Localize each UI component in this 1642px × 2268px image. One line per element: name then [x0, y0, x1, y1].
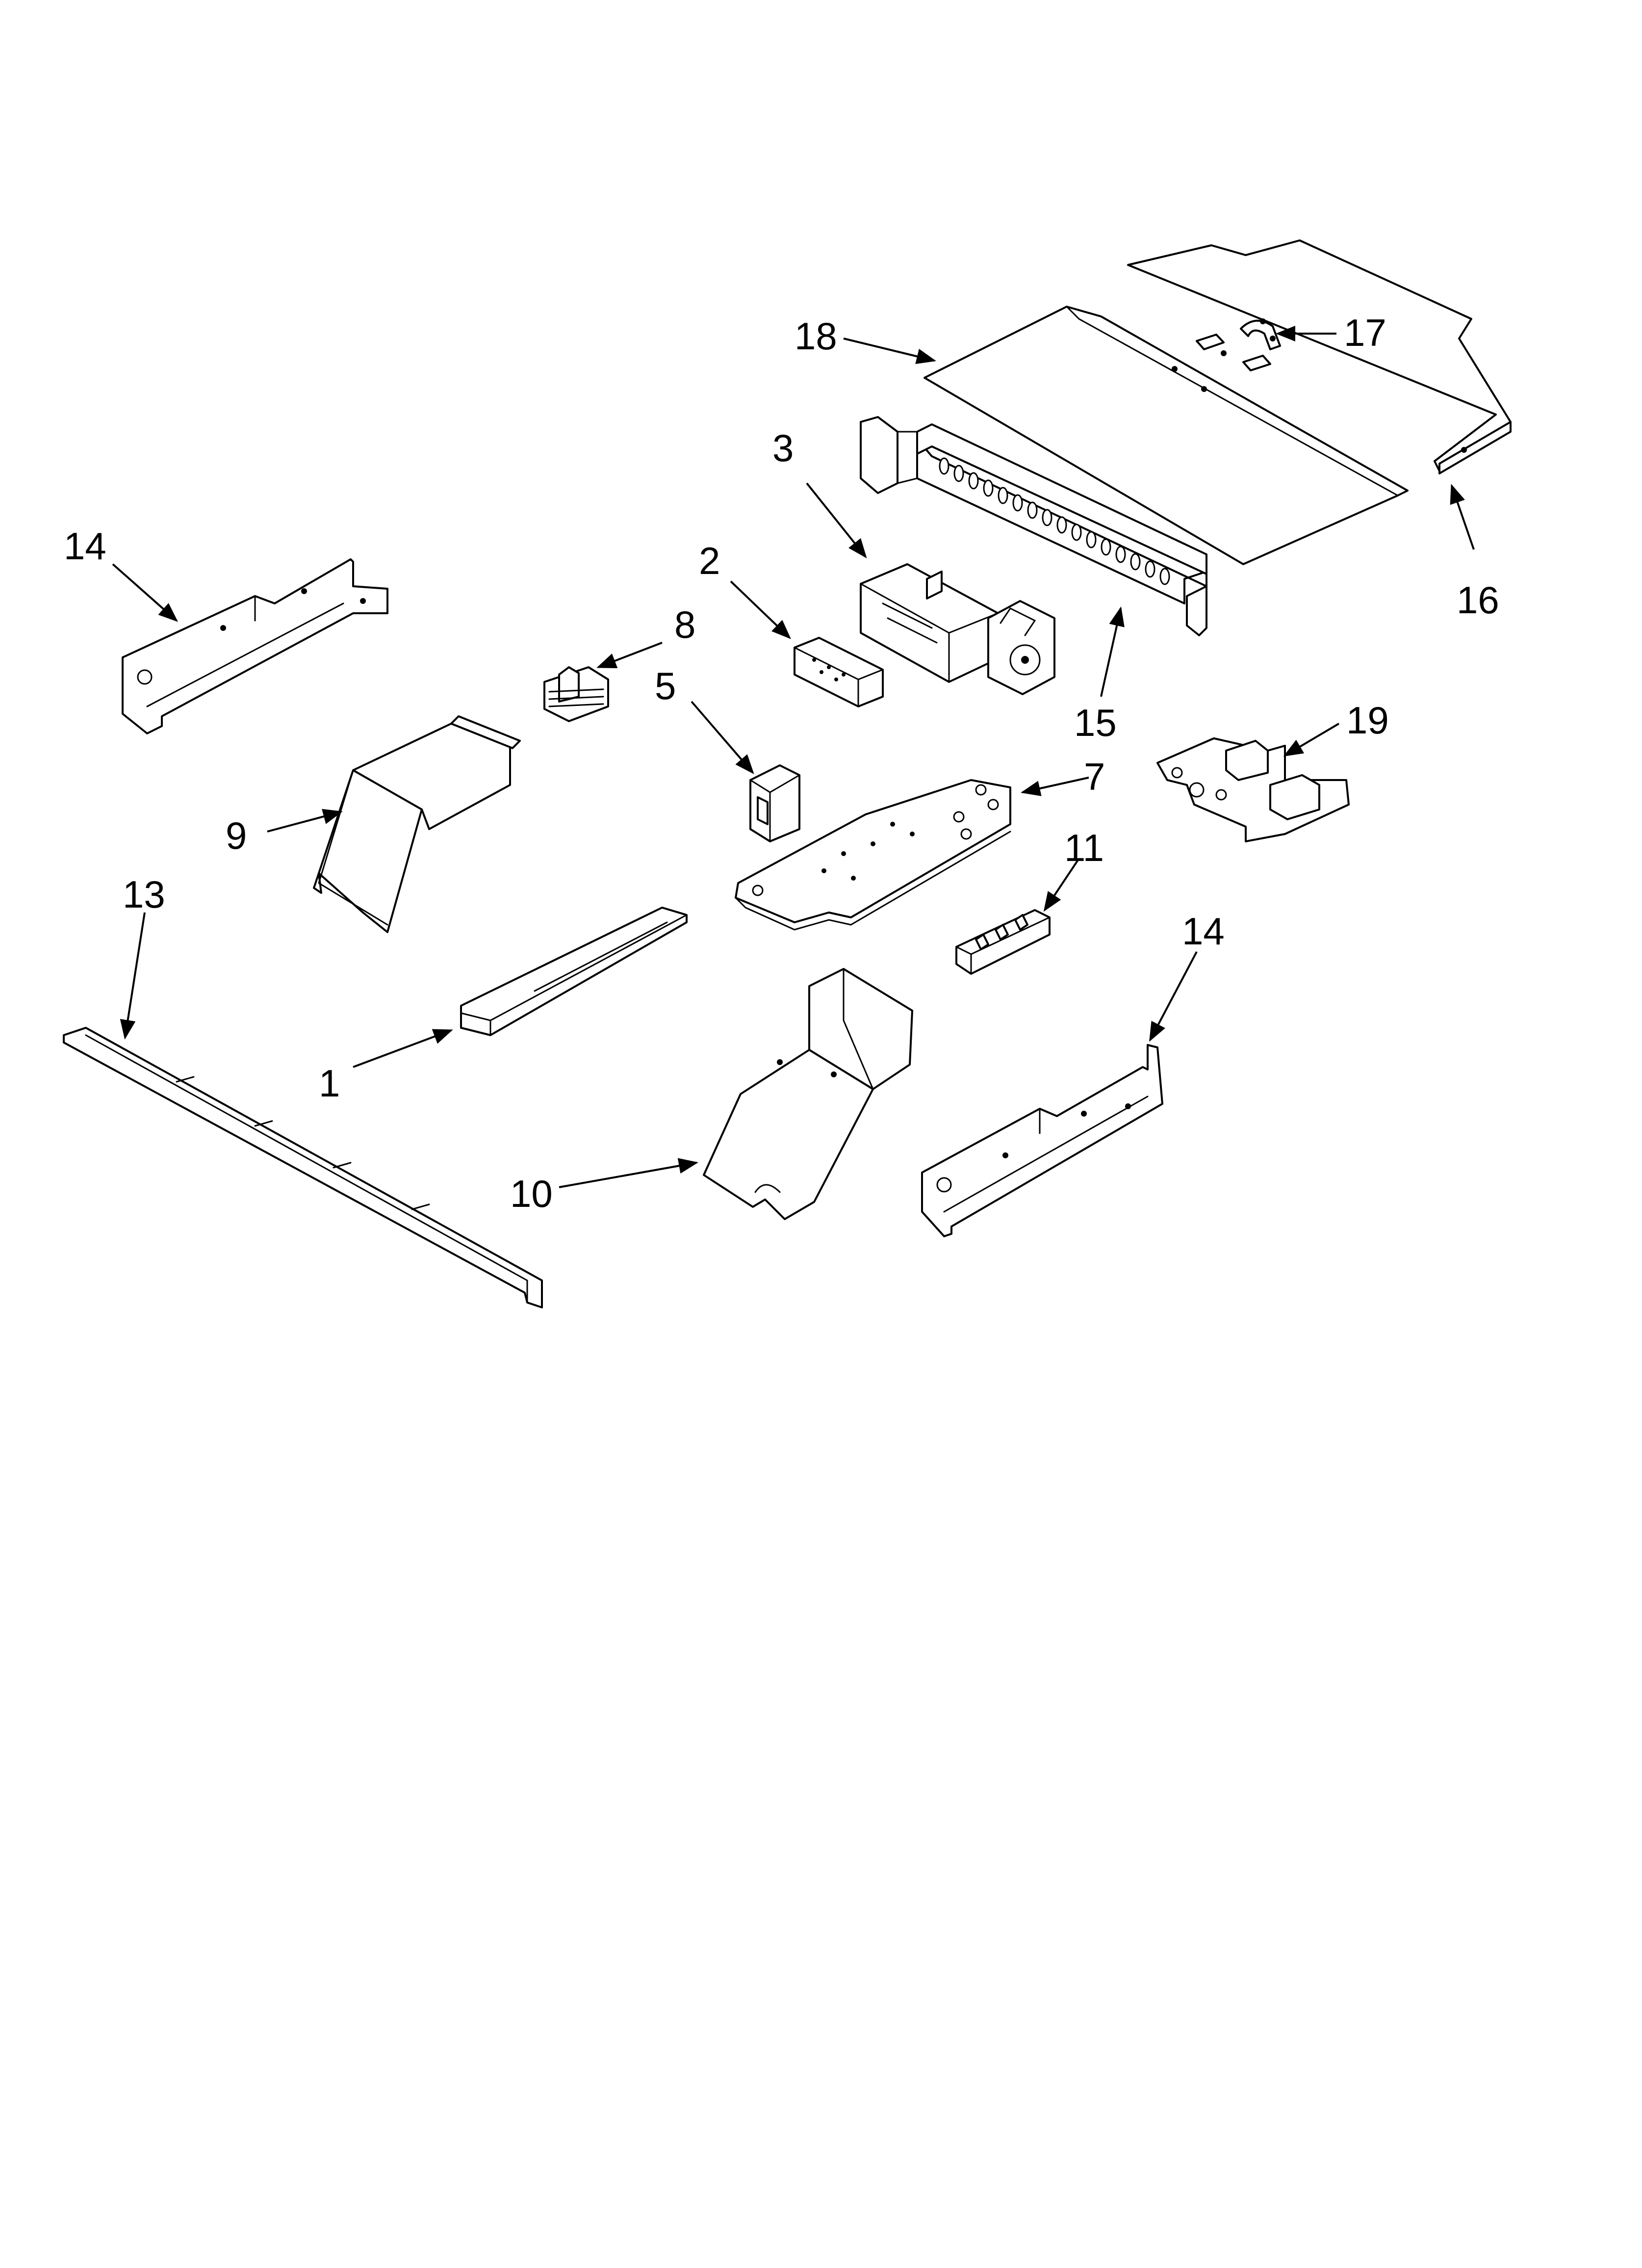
callout-17: 17 — [1344, 311, 1386, 354]
part-19-switch-bracket — [1156, 737, 1350, 842]
callout-labels: 18 17 16 15 3 2 14 8 5 7 19 9 11 13 14 1… — [64, 311, 1499, 1215]
part-8-transformer — [543, 666, 609, 722]
part-14-right-side-bracket — [921, 1044, 1163, 1237]
callout-14-left: 14 — [64, 524, 106, 568]
callout-5: 5 — [655, 664, 676, 707]
callout-1: 1 — [319, 1062, 340, 1105]
callout-15: 15 — [1074, 701, 1117, 744]
callout-9: 9 — [226, 814, 247, 857]
leader-10 — [559, 1158, 698, 1188]
part-11-terminal-strip — [955, 909, 1051, 975]
callout-8: 8 — [674, 603, 695, 646]
part-3-latch-motor-assembly — [860, 563, 1055, 695]
part-18-top-cover-plate — [924, 306, 1409, 565]
leader-1 — [353, 1029, 453, 1068]
leader-2 — [730, 580, 791, 639]
leader-13 — [120, 912, 146, 1040]
leader-5 — [691, 701, 754, 775]
part-2-terminal-block — [794, 637, 884, 707]
callout-18: 18 — [795, 314, 837, 358]
bracket-slots — [939, 457, 1170, 585]
leader-15 — [1100, 606, 1125, 697]
callout-2: 2 — [699, 539, 720, 582]
part-7-mounting-plate — [735, 779, 1011, 931]
leader-16 — [1450, 484, 1475, 550]
part-13-front-trim-strip — [63, 1027, 543, 1308]
callout-19: 19 — [1346, 699, 1389, 742]
leader-9 — [267, 808, 343, 833]
callout-14-right: 14 — [1182, 910, 1225, 953]
part-1-front-channel — [460, 907, 688, 1036]
part-17-clip — [1196, 318, 1281, 371]
part-9-duct — [313, 715, 521, 933]
part-14-left-side-bracket — [122, 558, 388, 734]
callout-7: 7 — [1084, 755, 1105, 798]
leader-14b — [1149, 951, 1198, 1042]
leader-lines — [112, 326, 1475, 1188]
leader-8 — [596, 642, 663, 669]
leader-18 — [843, 338, 936, 365]
leader-3 — [806, 482, 867, 559]
part-5-switch — [749, 764, 800, 842]
callout-11: 11 — [1064, 826, 1104, 869]
callout-3: 3 — [772, 426, 794, 469]
leader-14a — [112, 563, 178, 622]
callout-16: 16 — [1457, 578, 1499, 622]
leader-19 — [1283, 723, 1340, 757]
leader-11 — [1043, 858, 1080, 912]
callout-13: 13 — [123, 873, 165, 916]
leader-7 — [1021, 777, 1089, 796]
part-16-rear-top-panel — [1127, 239, 1512, 474]
callout-10: 10 — [510, 1172, 553, 1215]
part-15-control-bracket — [860, 416, 1207, 636]
part-10-air-deflector — [703, 968, 913, 1220]
